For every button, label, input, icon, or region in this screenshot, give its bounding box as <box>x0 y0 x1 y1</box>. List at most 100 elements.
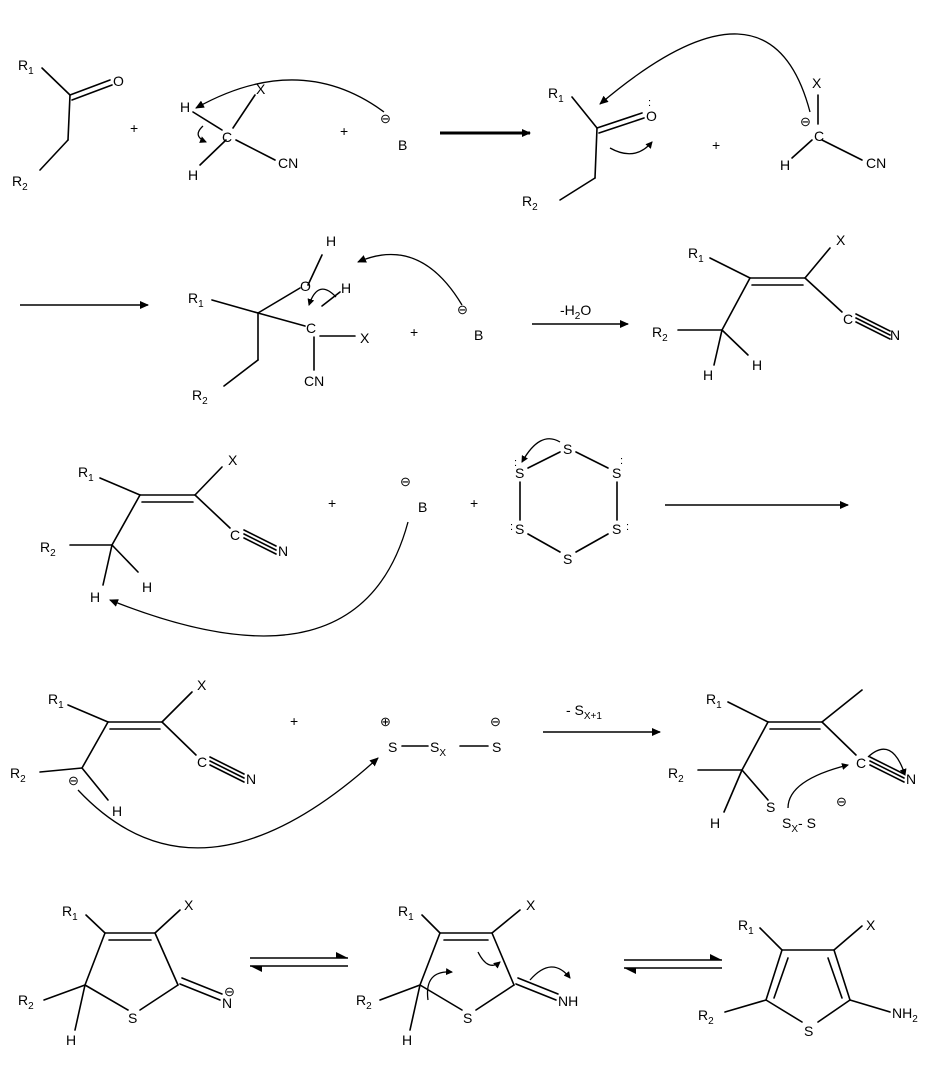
base-3: ⊖ B <box>400 474 427 515</box>
svg-text:R1: R1 <box>62 903 78 923</box>
carbanion-vinyl: R1 X C N R2 ⊖ H <box>10 677 256 819</box>
svg-text:R1: R1 <box>78 464 94 484</box>
ketone-reactant: R1 O R2 <box>12 57 124 193</box>
svg-text:NH2: NH2 <box>892 1005 918 1025</box>
svg-text:SX- S: SX- S <box>782 815 816 835</box>
svg-text:SX: SX <box>430 739 446 759</box>
svg-text:H: H <box>752 357 762 373</box>
svg-text:H: H <box>780 157 790 173</box>
svg-text:CN: CN <box>278 155 298 171</box>
svg-text:R1: R1 <box>706 691 722 711</box>
svg-text:R1: R1 <box>48 691 64 711</box>
plus-sign: + <box>340 123 348 139</box>
s8-ring: S S S S S S : : : : <box>510 438 629 567</box>
svg-text:R2: R2 <box>192 387 208 407</box>
svg-text:H: H <box>188 167 198 183</box>
carbanion-intermediate: ⊖ C X H CN <box>599 33 886 173</box>
svg-text:H: H <box>341 280 351 296</box>
svg-text:H: H <box>326 233 336 249</box>
svg-text:B: B <box>418 499 427 515</box>
svg-text:R2: R2 <box>10 765 26 785</box>
svg-text:S: S <box>804 1023 813 1039</box>
svg-text:S: S <box>463 1010 472 1026</box>
svg-text:⊕: ⊕ <box>380 714 391 729</box>
svg-text:C: C <box>843 311 853 327</box>
svg-text:R1: R1 <box>188 290 204 310</box>
svg-text:R2: R2 <box>652 324 668 344</box>
svg-text:S: S <box>563 441 572 457</box>
svg-text:R2: R2 <box>12 173 28 193</box>
svg-text:⊖: ⊖ <box>400 474 411 489</box>
svg-text:CN: CN <box>866 155 886 171</box>
svg-text::: : <box>514 457 517 469</box>
svg-text:R2: R2 <box>698 1007 714 1027</box>
svg-text:S: S <box>612 465 621 481</box>
svg-text:N: N <box>278 543 288 559</box>
svg-text::: : <box>648 97 651 109</box>
svg-text:R1: R1 <box>548 85 564 105</box>
svg-text:⊖: ⊖ <box>836 794 847 809</box>
svg-text:H: H <box>180 99 190 115</box>
svg-text:R1: R1 <box>688 245 704 265</box>
svg-text:H: H <box>710 815 720 831</box>
svg-text:N: N <box>906 771 916 787</box>
svg-text:X: X <box>228 452 238 468</box>
svg-text:R2: R2 <box>668 765 684 785</box>
svg-text:C: C <box>222 129 232 145</box>
aminothiophene-product: R1 X S R2 NH2 <box>698 917 918 1039</box>
base-2: ⊖ B <box>457 302 483 343</box>
svg-text:O: O <box>113 73 124 89</box>
knoevenagel-product-2: R1 X C N R2 H H <box>40 452 288 605</box>
svg-text:⊖: ⊖ <box>457 302 468 317</box>
svg-text:S: S <box>128 1010 137 1026</box>
svg-text:C: C <box>856 755 866 771</box>
haloacetonitrile-reactant: H C X CN H <box>180 81 298 183</box>
cyclized-anion: R1 X S R2 H ⊖ N <box>18 897 235 1048</box>
base-1: ⊖ B <box>380 111 407 153</box>
equilibrium-arrow-2 <box>624 954 722 974</box>
sulfur-loss-label: - SX+1 <box>566 702 602 722</box>
svg-text:C: C <box>197 754 207 770</box>
svg-text:R1: R1 <box>18 57 34 77</box>
svg-text:H: H <box>90 589 100 605</box>
svg-text:R2: R2 <box>356 992 372 1012</box>
dehydration-label: -H2O <box>560 302 591 322</box>
svg-text:S: S <box>515 521 524 537</box>
svg-text:C: C <box>814 128 824 144</box>
svg-text:X: X <box>812 75 822 91</box>
knoevenagel-product: R1 X C N R2 H H <box>652 232 900 383</box>
svg-text:X: X <box>197 677 207 693</box>
svg-text:⊖: ⊖ <box>490 714 501 729</box>
svg-text:B: B <box>474 327 483 343</box>
svg-text:⊖: ⊖ <box>224 984 235 999</box>
equilibrium-arrow-1 <box>250 952 348 972</box>
thiolate-intermediate: R1 C N R2 H S SX- S ⊖ <box>668 689 916 835</box>
svg-text:⊖: ⊖ <box>68 773 79 788</box>
svg-text::: : <box>626 521 629 533</box>
svg-text:S: S <box>612 521 621 537</box>
svg-text:N: N <box>246 771 256 787</box>
plus-sign: + <box>290 713 298 729</box>
svg-text::: : <box>510 521 513 533</box>
svg-text:S: S <box>515 465 524 481</box>
svg-text:R2: R2 <box>18 992 34 1012</box>
svg-text:NH: NH <box>558 993 578 1009</box>
svg-text:X: X <box>526 897 536 913</box>
plus-sign: + <box>470 495 478 511</box>
svg-text:H: H <box>66 1032 76 1048</box>
plus-sign: + <box>712 137 720 153</box>
svg-text:O: O <box>300 278 311 294</box>
svg-text:C: C <box>306 320 316 336</box>
svg-text:H: H <box>703 367 713 383</box>
svg-text:N: N <box>890 327 900 343</box>
svg-text:⊖: ⊖ <box>800 114 811 129</box>
svg-text:R1: R1 <box>398 903 414 923</box>
svg-text:B: B <box>398 137 407 153</box>
imine-intermediate: R1 X S R2 H NH <box>356 897 578 1048</box>
svg-text:C: C <box>230 527 240 543</box>
svg-text:R2: R2 <box>522 193 538 213</box>
svg-text:H: H <box>402 1032 412 1048</box>
ketone-intermediate: R1 O : R2 <box>522 85 657 213</box>
svg-text:⊖: ⊖ <box>380 111 391 126</box>
